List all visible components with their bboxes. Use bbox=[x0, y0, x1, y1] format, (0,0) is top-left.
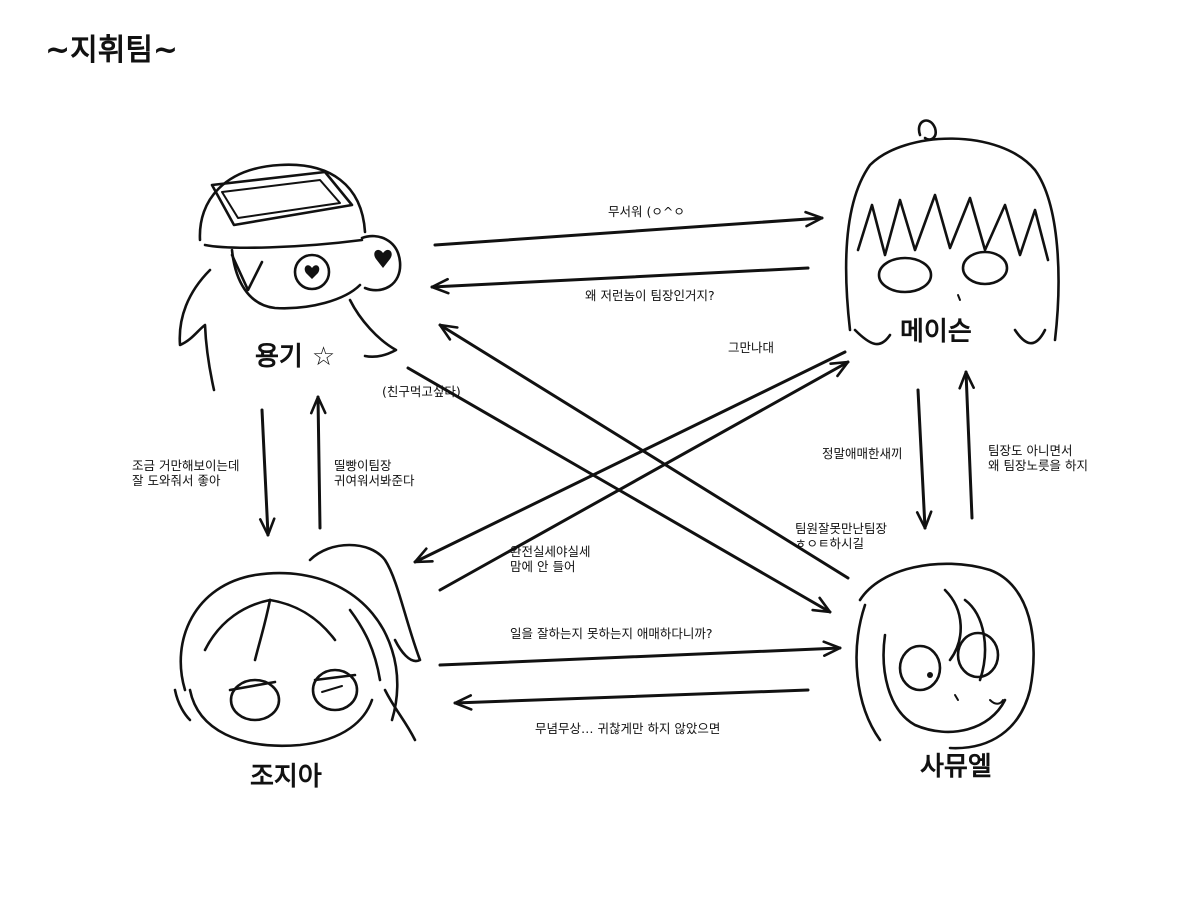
relation-label-line: 조금 거만해보이는데 bbox=[132, 458, 239, 473]
relation-label: 팀원잘못만난팀장 ㅎㅇㅌ하시길 bbox=[795, 521, 891, 551]
relation-label-line: 귀여워서봐준다 bbox=[334, 473, 415, 488]
character-mason: 메이슨 bbox=[844, 119, 1060, 347]
relation-label: 팀장도 아니면서 왜 팀장노릇을 하지 bbox=[988, 443, 1088, 473]
relation-label-line: 그만나대 bbox=[728, 340, 774, 355]
arrow-josiah-to-samuel bbox=[438, 640, 842, 667]
arrow-yonggi-to-josiah bbox=[258, 408, 276, 537]
relation-label-line: 띨빵이팀장 bbox=[334, 458, 392, 473]
name-label-samuel: 사뮤엘 bbox=[920, 752, 992, 782]
round-face-character-icon bbox=[855, 562, 1035, 750]
arrow-samuel-to-yonggi bbox=[438, 323, 850, 580]
relation-label-line: 잘 도와줘서 좋아 bbox=[132, 473, 221, 488]
relation-label-line: 팀원잘못만난팀장 bbox=[795, 521, 888, 536]
diagram-title: ~지휘팀~ bbox=[45, 33, 178, 68]
relation-label: 무념무상… 귀찮게만 하지 않았으면 bbox=[535, 721, 720, 736]
character-yonggi: 용기 ☆ bbox=[178, 163, 402, 392]
relation-label: 정말애매한새끼 bbox=[822, 446, 903, 461]
relation-label-line: 완전실세야실세 bbox=[510, 544, 591, 559]
arrow-mason-to-josiah bbox=[413, 350, 847, 564]
arrow-yonggi-to-mason bbox=[433, 210, 824, 247]
arrow-josiah-to-mason bbox=[438, 360, 850, 592]
relation-label-line: 왜 저런놈이 팀장인거지? bbox=[585, 288, 715, 303]
arrow-samuel-to-josiah bbox=[453, 688, 810, 711]
ponytail-character-icon bbox=[173, 543, 422, 748]
relation-label-line: 일을 잘하는지 못하는지 애매하다니까? bbox=[510, 626, 713, 641]
character-josiah: 조지아 bbox=[173, 543, 422, 792]
character-samuel: 사뮤엘 bbox=[855, 562, 1035, 782]
arrow-josiah-to-yonggi bbox=[309, 395, 327, 530]
relation-label: 일을 잘하는지 못하는지 애매하다니까? bbox=[510, 626, 713, 641]
arrow-mason-to-yonggi bbox=[430, 266, 810, 295]
helmet-visor-character-icon bbox=[178, 163, 402, 392]
relation-label-line: 왜 팀장노릇을 하지 bbox=[988, 458, 1088, 473]
name-label-mason: 메이슨 bbox=[900, 317, 972, 347]
arrows bbox=[258, 210, 975, 711]
relation-label: 완전실세야실세 맘에 안 들어 bbox=[510, 544, 595, 574]
relation-label-line: 정말애매한새끼 bbox=[822, 446, 903, 461]
relation-label-line: 무념무상… 귀찮게만 하지 않았으면 bbox=[535, 721, 720, 736]
relation-label-line: ㅎㅇㅌ하시길 bbox=[795, 536, 864, 551]
relation-label-line: 무서워 (ㅇ^ㅇ bbox=[608, 204, 685, 219]
relation-label: 띨빵이팀장 귀여워서봐준다 bbox=[334, 458, 415, 488]
name-label-josiah: 조지아 bbox=[250, 762, 322, 792]
relation-label: (친구먹고싶다) bbox=[382, 384, 461, 399]
relation-label-line: (친구먹고싶다) bbox=[382, 384, 461, 399]
relation-label-line: 팀장도 아니면서 bbox=[988, 443, 1072, 458]
relation-label: 그만나대 bbox=[728, 340, 774, 355]
arrow-samuel-to-mason bbox=[958, 370, 975, 520]
relation-label: 조금 거만해보이는데 잘 도와줘서 좋아 bbox=[132, 458, 243, 488]
name-label-yonggi: 용기 ☆ bbox=[255, 342, 335, 372]
arrow-mason-to-samuel bbox=[915, 388, 933, 530]
relation-label: 무서워 (ㅇ^ㅇ bbox=[608, 204, 685, 219]
relation-label-line: 맘에 안 들어 bbox=[510, 559, 575, 574]
relation-label: 왜 저런놈이 팀장인거지? bbox=[585, 288, 715, 303]
long-hair-bangs-character-icon bbox=[844, 119, 1060, 346]
relation-labels: 무서워 (ㅇ^ㅇ 왜 저런놈이 팀장인거지? 그만나대 (친구먹고싶다) 조금 … bbox=[132, 204, 1088, 736]
